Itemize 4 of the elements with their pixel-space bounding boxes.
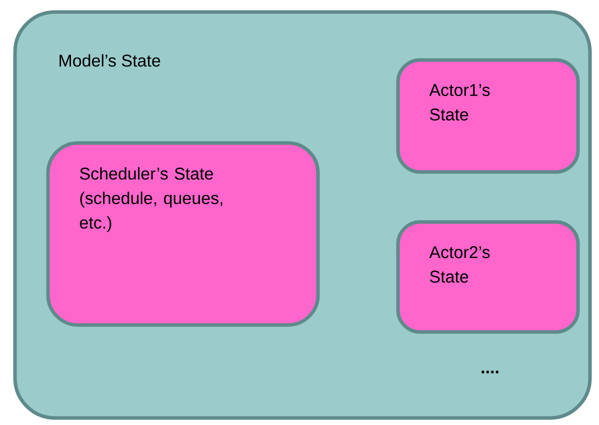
state-box: Scheduler’s State (schedule, queues, etc.) [46, 141, 320, 327]
ellipsis: .... [482, 370, 498, 374]
state-box: Actor1’s State [396, 58, 580, 174]
state-box: Actor2’s State [396, 220, 580, 334]
